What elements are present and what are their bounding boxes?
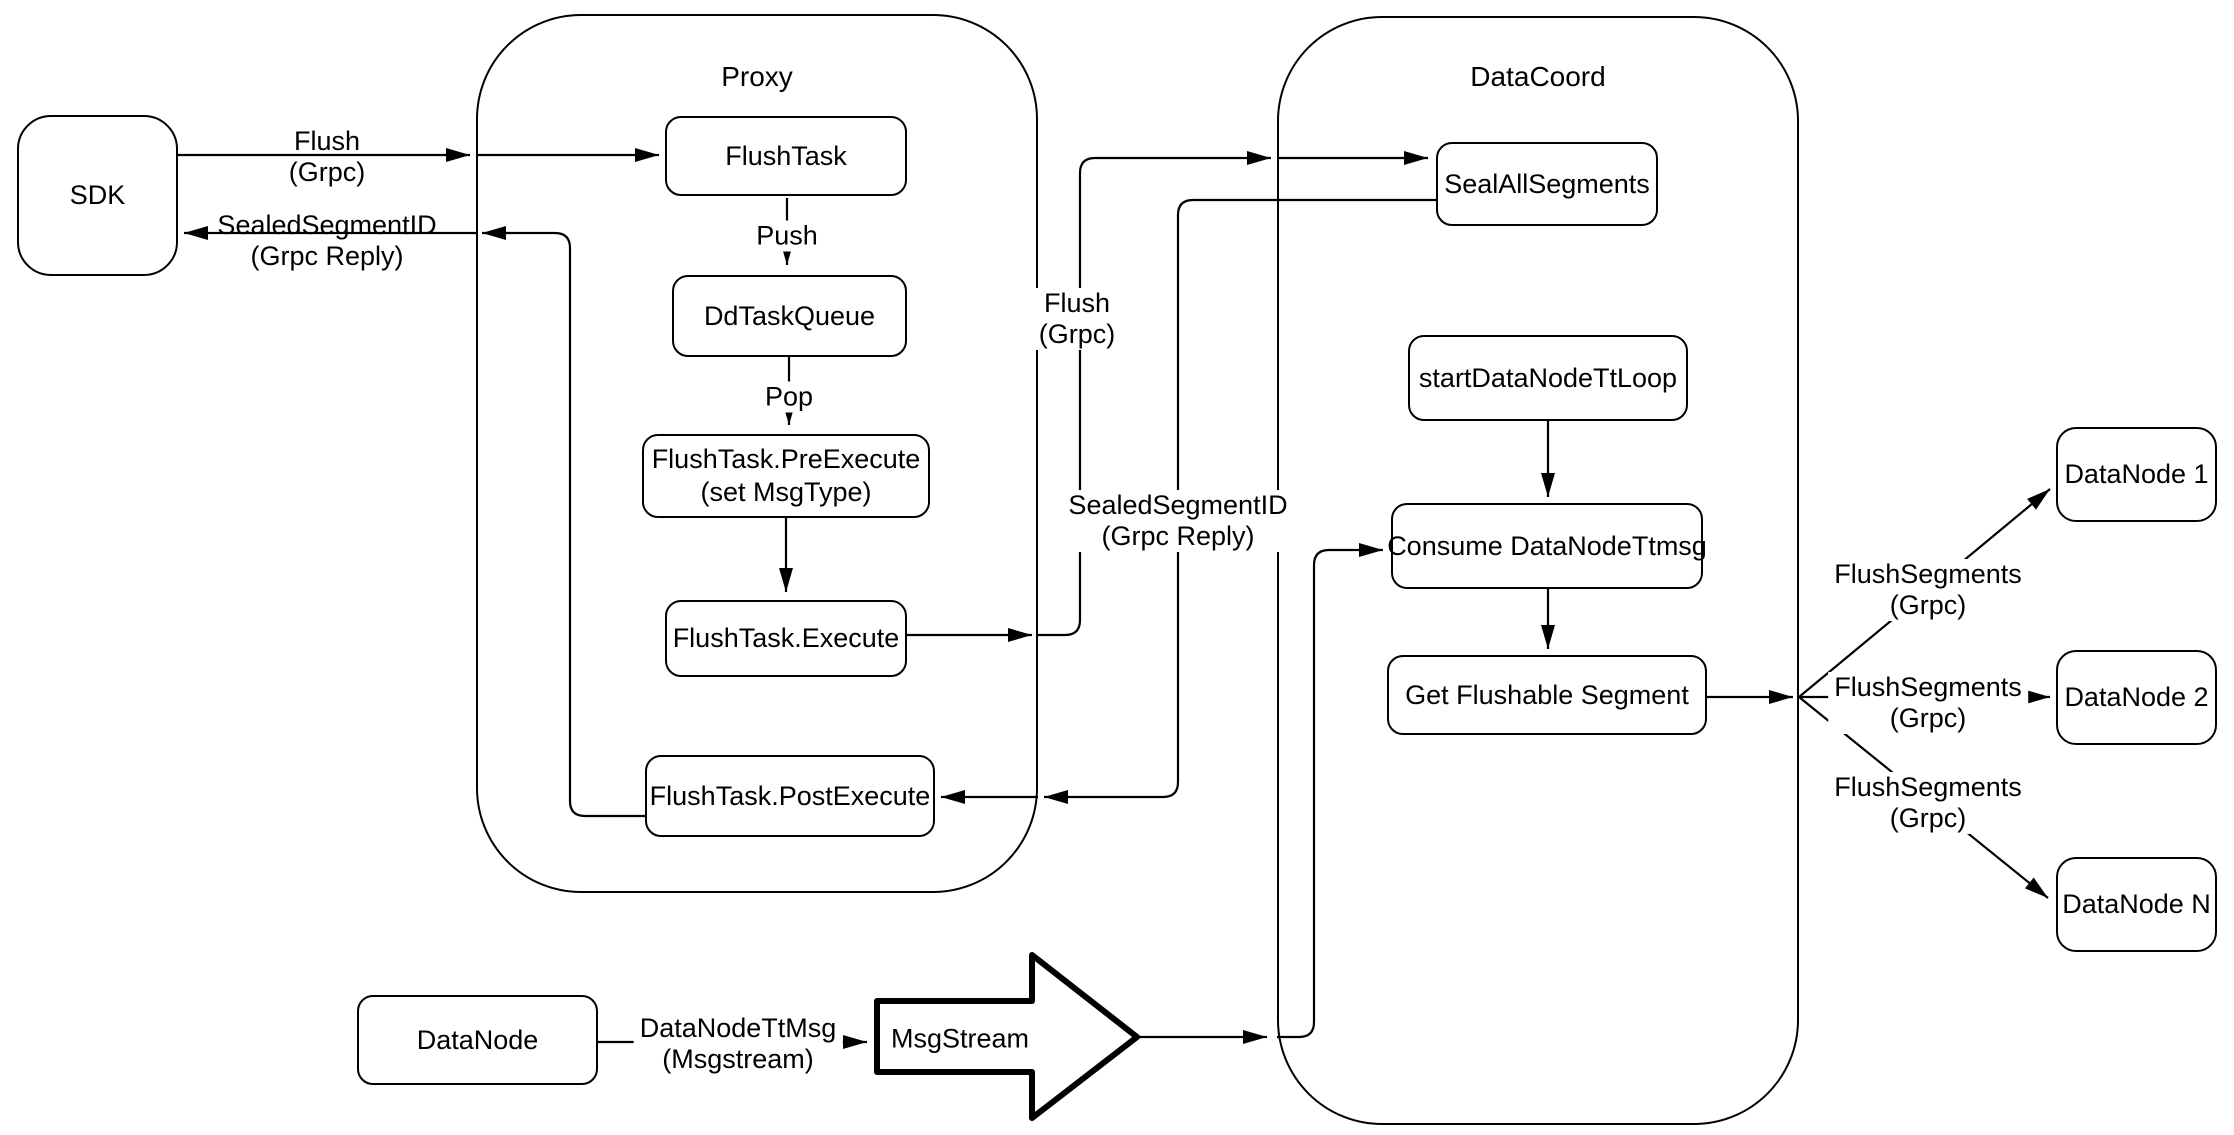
- node-preexecute-label-line1: FlushTask.PreExecute: [651, 444, 921, 474]
- node-datanode-2-label: DataNode 2: [2064, 682, 2209, 712]
- node-datanode-1: DataNode 1: [2056, 427, 2217, 522]
- edge-label-flush-datacoord: Flush (Grpc): [1032, 288, 1122, 350]
- edge-label-datanodettmsg: DataNodeTtMsg (Msgstream): [633, 1013, 843, 1075]
- node-datanode-n: DataNode N: [2056, 857, 2217, 952]
- proxy-container-title: Proxy: [721, 61, 793, 92]
- datacoord-container: [1277, 16, 1799, 1125]
- node-datanode-2: DataNode 2: [2056, 650, 2217, 745]
- node-datanode-n-label: DataNode N: [2062, 889, 2211, 919]
- proxy-container: [476, 14, 1038, 893]
- node-postexecute: FlushTask.PostExecute: [645, 755, 935, 837]
- msgstream-label: MsgStream: [890, 1023, 1030, 1054]
- node-datanode-source-label: DataNode: [416, 1024, 539, 1055]
- edge-label-sealedsegmentid-datacoord: SealedSegmentID (Grpc Reply): [1062, 490, 1294, 552]
- edge-flush-up-to-datacoord-edge: [1038, 151, 1271, 637]
- node-sealallsegments: SealAllSegments: [1436, 142, 1658, 226]
- edge-label-push: Push: [750, 220, 824, 252]
- node-execute-label: FlushTask.Execute: [672, 623, 900, 653]
- node-datanode-source: DataNode: [357, 995, 598, 1085]
- datacoord-container-title: DataCoord: [1470, 61, 1606, 92]
- node-startdatanodettloop-label: startDataNodeTtLoop: [1418, 362, 1678, 393]
- edge-label-sealedsegmentid-sdk: SealedSegmentID (Grpc Reply): [217, 210, 437, 271]
- node-sdk-label: SDK: [69, 180, 126, 210]
- node-ddtaskqueue: DdTaskQueue: [672, 275, 907, 357]
- node-sdk: SDK: [17, 115, 178, 276]
- node-sealallsegments-label: SealAllSegments: [1444, 168, 1650, 199]
- node-flushtask-label: FlushTask: [725, 140, 847, 171]
- node-getflushablesegment-label: Get Flushable Segment: [1405, 679, 1689, 710]
- node-consumedatanodettmsg: Consume DataNodeTtmsg: [1387, 503, 1707, 589]
- edge-label-flushsegments-2: FlushSegments (Grpc): [1828, 672, 2028, 734]
- edge-label-flush-sdk: Flush (Grpc): [288, 126, 366, 187]
- edge-label-flushsegments-3: FlushSegments (Grpc): [1828, 772, 2028, 834]
- node-startdatanodettloop: startDataNodeTtLoop: [1408, 335, 1688, 421]
- node-flushtask: FlushTask: [665, 116, 907, 196]
- edge-label-pop: Pop: [758, 381, 820, 413]
- node-getflushablesegment: Get Flushable Segment: [1387, 655, 1707, 735]
- node-preexecute-label-line2: (set MsgType): [700, 477, 872, 507]
- node-preexecute: FlushTask.PreExecute (set MsgType): [642, 434, 930, 518]
- node-datanode-1-label: DataNode 1: [2064, 459, 2209, 489]
- node-postexecute-label: FlushTask.PostExecute: [649, 780, 931, 811]
- node-ddtaskqueue-label: DdTaskQueue: [703, 300, 876, 331]
- edge-msgstream-up-to-consume: [1277, 543, 1383, 1039]
- node-execute: FlushTask.Execute: [665, 600, 907, 677]
- edge-label-flushsegments-1: FlushSegments (Grpc): [1828, 559, 2028, 621]
- msgstream-block-arrow-shape: [874, 952, 1140, 1121]
- edge-postexecute-reply-up: [482, 226, 645, 818]
- node-consumedatanodettmsg-label: Consume DataNodeTtmsg: [1387, 530, 1707, 561]
